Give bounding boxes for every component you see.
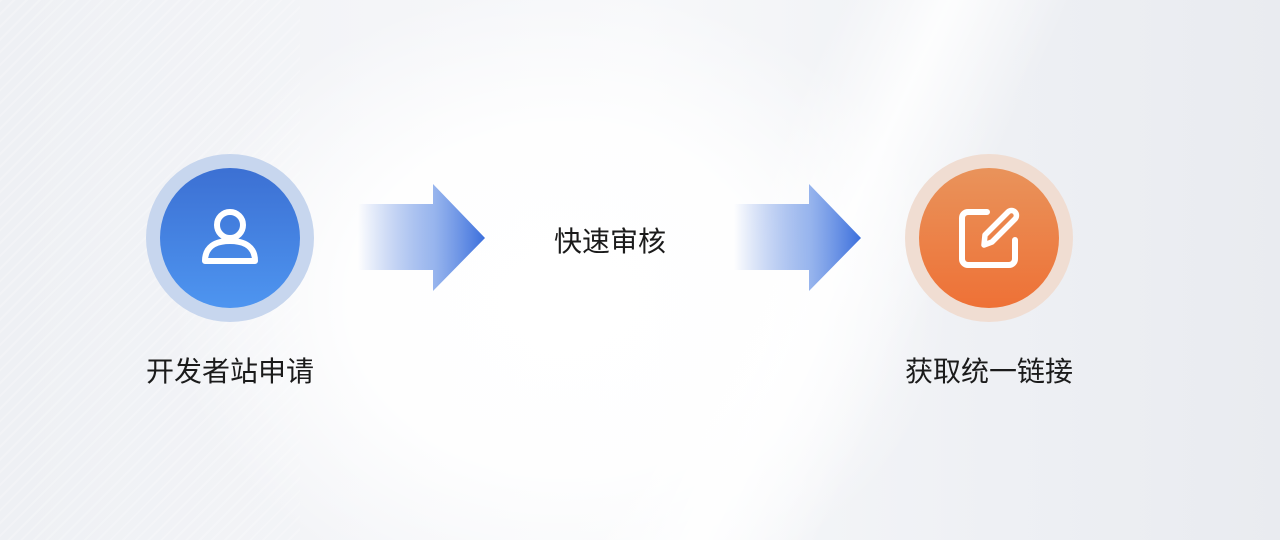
arrow-right-icon (358, 184, 485, 291)
arrow-right-icon (734, 184, 861, 291)
step-1-label: 开发者站申请 (145, 355, 314, 388)
user-icon (202, 209, 258, 264)
step-1-circle (146, 154, 314, 322)
step-3-circle (905, 154, 1073, 322)
edit-icon (959, 207, 1020, 268)
step-3-label: 获取统一链接 (904, 355, 1073, 388)
step-2-label: 快速审核 (553, 225, 666, 258)
